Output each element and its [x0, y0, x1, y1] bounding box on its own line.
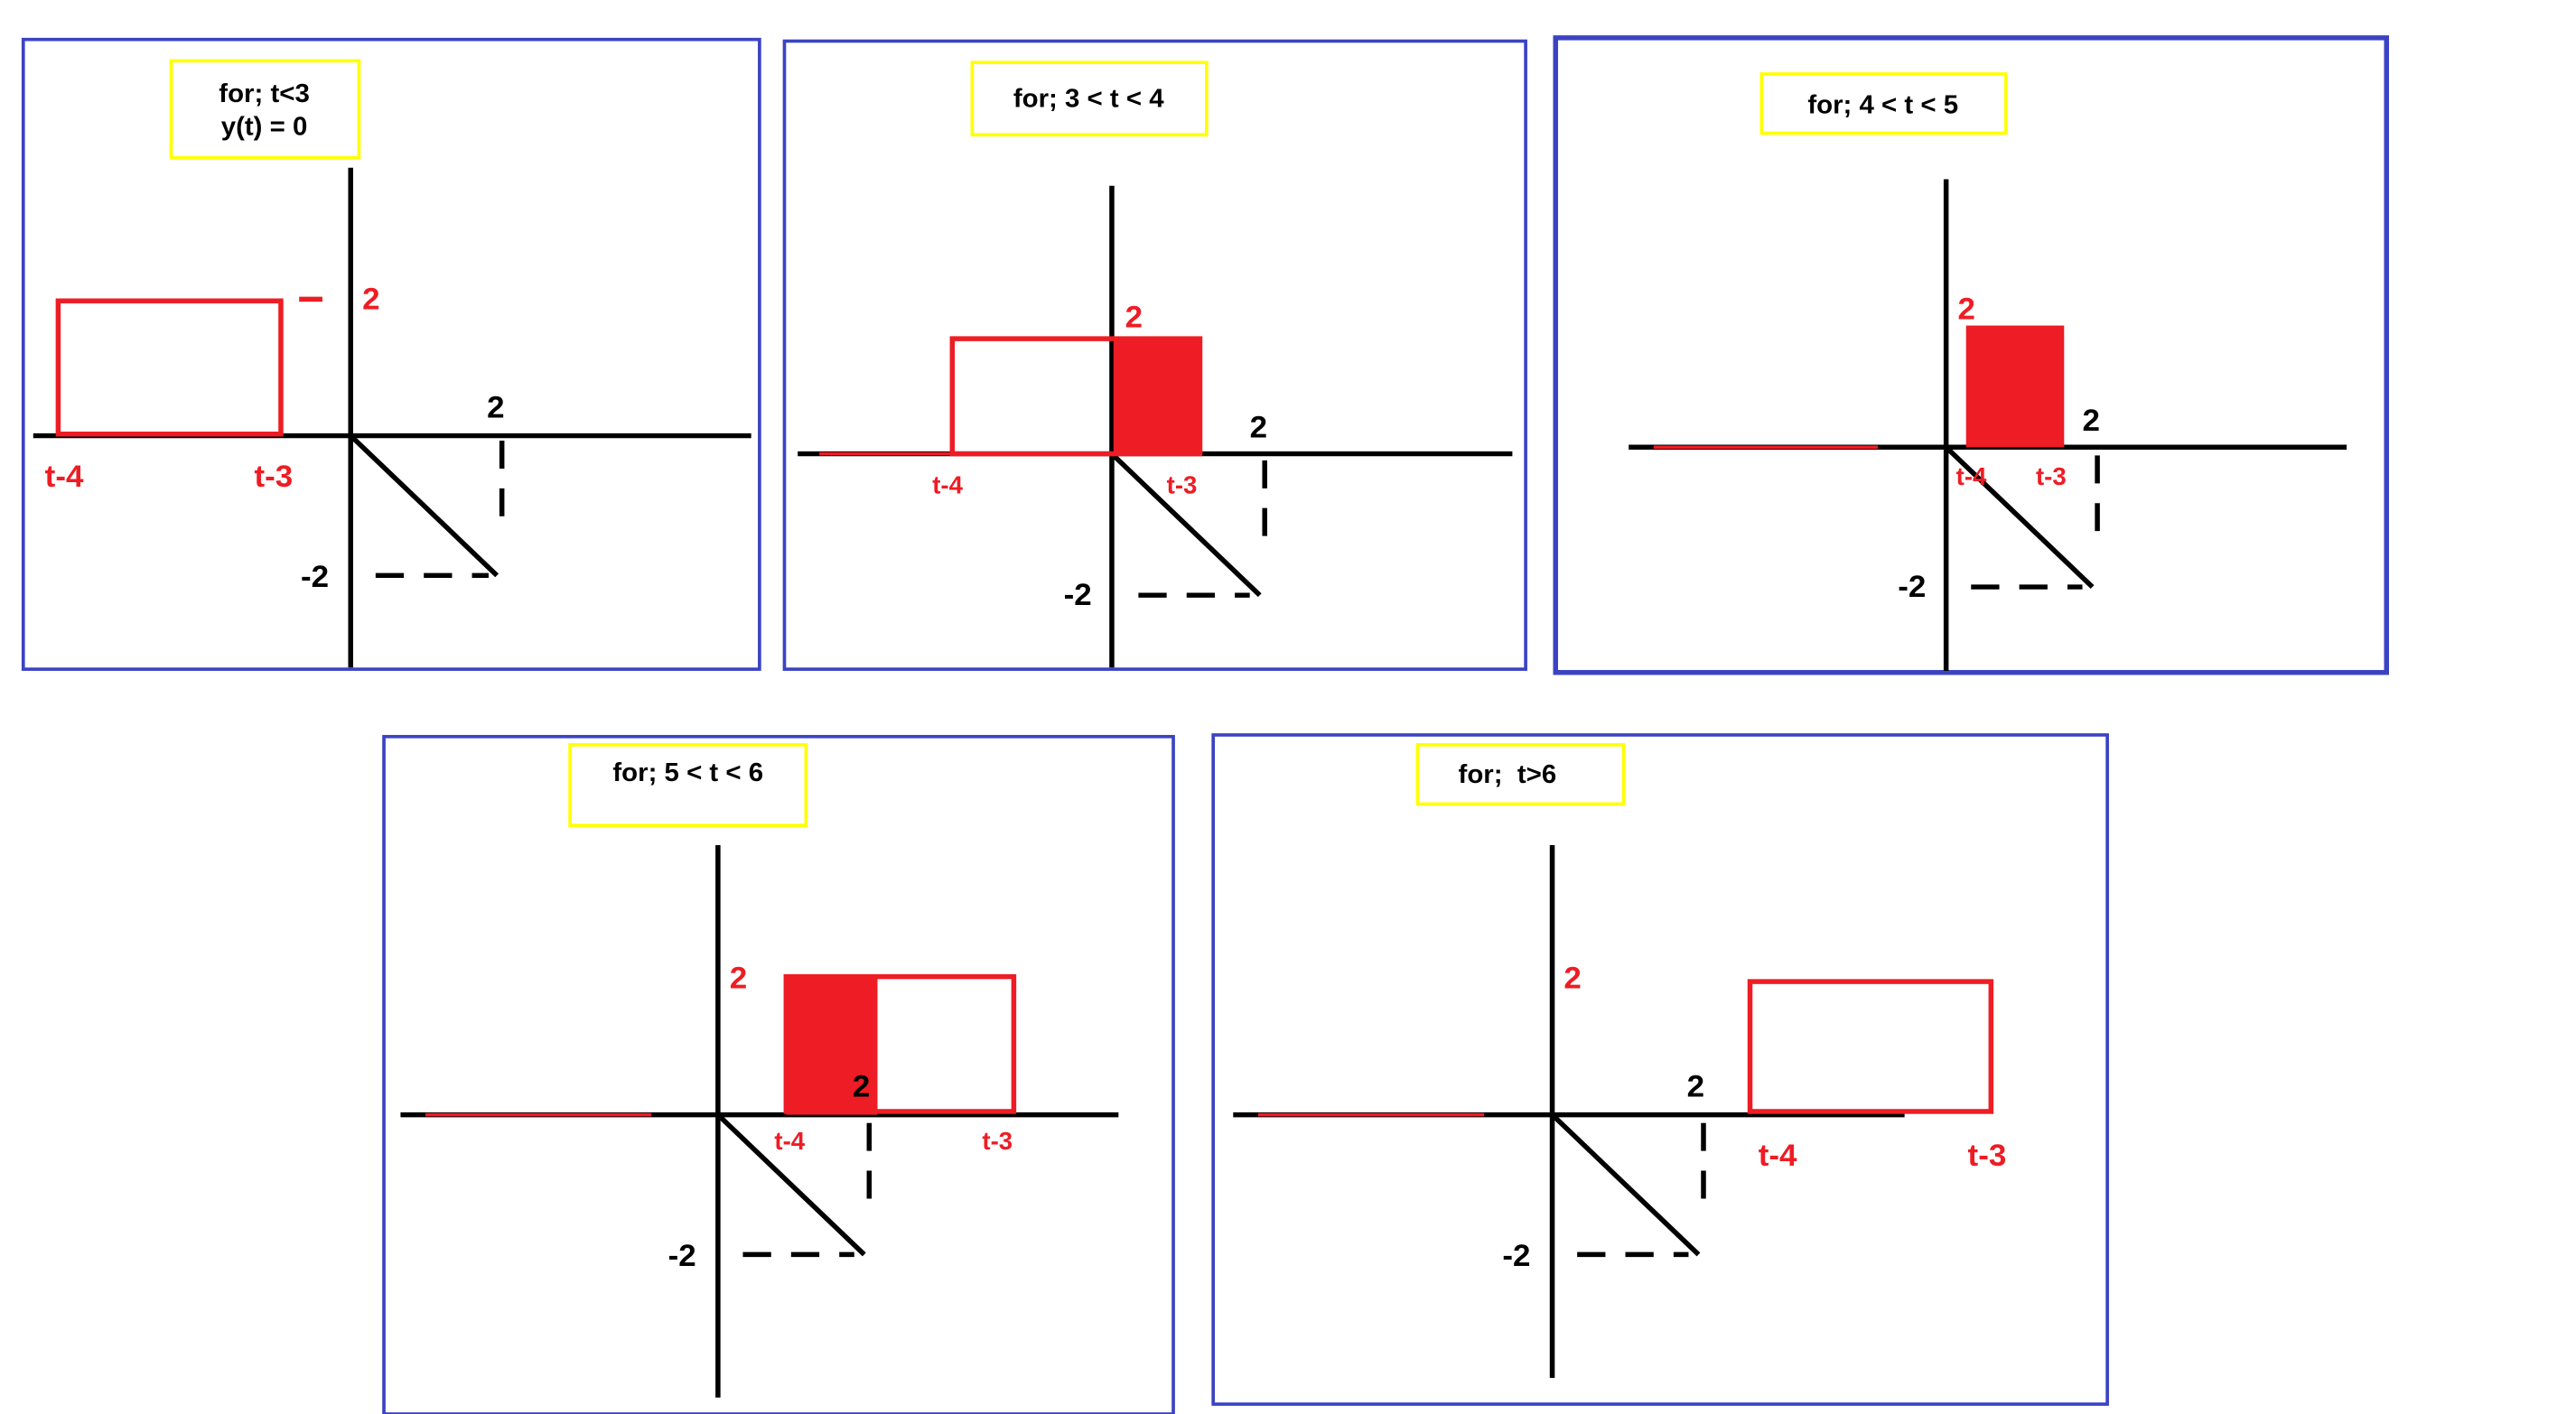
left-edge-label: t-4 [1956, 462, 1987, 490]
right-edge-label: t-3 [1968, 1139, 2007, 1173]
condition-note-box [1415, 743, 1626, 806]
condition-note-line-1: for; t>6 [1459, 759, 1557, 789]
pulse-height-label: 2 [362, 282, 379, 316]
x-tick-label: 2 [1250, 411, 1267, 445]
left-edge-label: t-4 [1759, 1139, 1797, 1173]
right-edge-label: t-3 [255, 460, 294, 494]
overlap-area [786, 976, 878, 1115]
flipped-pulse [1747, 979, 1994, 1114]
y-tick-label: -2 [668, 1239, 696, 1273]
left-edge-label: t-4 [774, 1127, 805, 1155]
overlap-area [1965, 325, 2065, 448]
ramp-line [715, 1112, 866, 1257]
condition-note-line-1: for; 3 < t < 4 [1013, 83, 1164, 113]
pulse-height-label: 2 [730, 962, 747, 996]
right-edge-label: t-3 [982, 1127, 1013, 1155]
condition-note-line-1: for; t<3 [219, 79, 310, 108]
x-tick-label: 2 [1687, 1070, 1704, 1104]
panel-t-less-3: for; t<3 y(t) = 0 2 2 -2 t-4 t-3 [21, 37, 761, 671]
ramp-line [349, 433, 499, 578]
x-tick-label: 2 [487, 391, 504, 425]
panel-frame [782, 39, 1527, 671]
left-edge-label: t-4 [45, 460, 84, 494]
x-tick-label: 2 [853, 1070, 870, 1104]
y-tick-label: -2 [1502, 1239, 1530, 1273]
pulse-height-label: 2 [1125, 301, 1143, 335]
condition-note-box [1759, 72, 2008, 135]
panel-5-to-6: for; 5 < t < 6 2 2 -2 t-4 t-3 [382, 734, 1175, 1414]
left-edge-label: t-4 [932, 470, 963, 498]
x-tick-label: 2 [2083, 404, 2100, 438]
flipped-pulse [55, 298, 284, 437]
panel-t-greater-6: for; t>6 2 2 -2 t-4 t-3 [1211, 733, 2109, 1406]
condition-note-box [568, 743, 808, 827]
condition-note-line-2: y(t) = 0 [221, 111, 308, 141]
panel-3-to-4: for; 3 < t < 4 2 2 -2 t-4 t-3 [782, 39, 1527, 671]
panel-4-to-5: for; 4 < t < 5 2 2 -2 t-4 t-3 [1553, 35, 2389, 675]
pulse-height-label: 2 [1563, 962, 1581, 996]
right-edge-label: t-3 [2036, 462, 2067, 490]
pulse-height-label: 2 [1958, 292, 1975, 326]
ramp-line [1944, 445, 2095, 590]
panel-frame [382, 734, 1175, 1414]
y-tick-label: -2 [301, 560, 329, 594]
panel-frame [1553, 35, 2389, 675]
panel-frame [21, 37, 761, 671]
overlap-area [1113, 339, 1200, 454]
right-edge-label: t-3 [1167, 470, 1198, 498]
condition-note-box [970, 60, 1209, 137]
condition-note-box [169, 59, 361, 160]
ramp-line [1110, 451, 1262, 598]
panel-frame [1211, 733, 2109, 1406]
y-tick-label: -2 [1064, 578, 1092, 612]
condition-note-line-1: for; 5 < t < 6 [612, 758, 763, 787]
condition-note-line-1: for; 4 < t < 5 [1807, 90, 1958, 120]
y-tick-label: -2 [1898, 570, 1926, 604]
ramp-line [1550, 1112, 1701, 1257]
